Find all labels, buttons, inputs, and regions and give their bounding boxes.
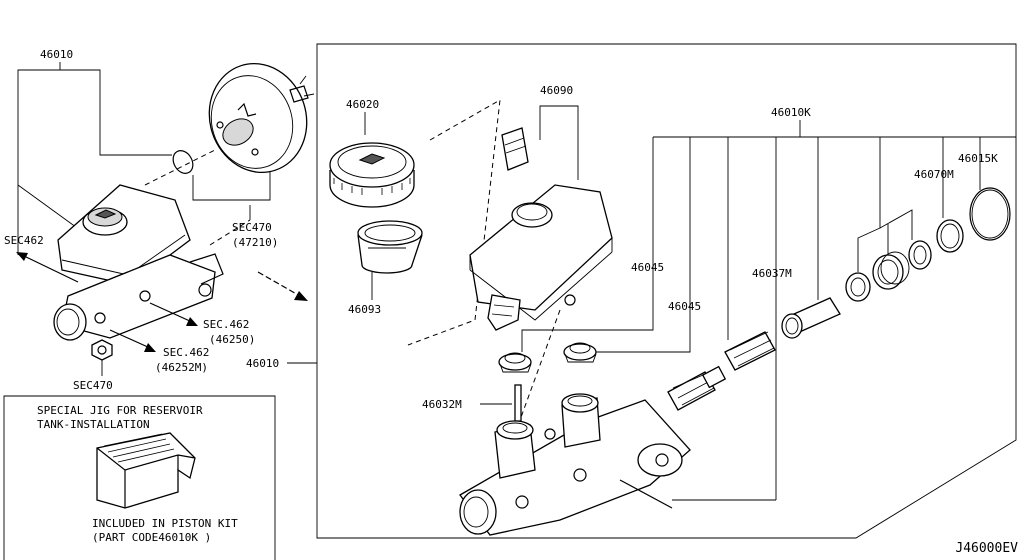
jig-title-line1: SPECIAL JIG FOR RESERVOIR	[37, 404, 203, 417]
grommet-right	[563, 342, 597, 363]
label-46045-b: 46045	[668, 300, 701, 313]
label-46010k: 46010K	[771, 106, 811, 119]
arrow-sec462-a	[149, 302, 193, 323]
diagram-code: J46000EV	[955, 541, 1018, 556]
label-sec470-booster-sub: (47210)	[232, 236, 278, 249]
cup-seal	[936, 219, 964, 253]
label-46045-a: 46045	[631, 261, 664, 274]
label-46032m: 46032M	[422, 398, 462, 411]
dash-reservoir-to-body	[519, 309, 561, 421]
label-sec462-a-sub: (46250)	[209, 333, 255, 346]
jig-note-line1: INCLUDED IN PISTON KIT	[92, 517, 238, 530]
label-46037m: 46037M	[752, 267, 792, 280]
jig-note-line2: (PART CODE46010K )	[92, 531, 211, 544]
primary-piston	[667, 365, 727, 411]
jig-title-line2: TANK-INSTALLATION	[37, 418, 150, 431]
leader-sec470-booster	[192, 172, 271, 201]
label-sec462-b: SEC.462	[163, 346, 209, 359]
leader-seal-2	[879, 209, 913, 240]
leader-46010-top	[17, 69, 172, 255]
retaining-pin	[514, 384, 522, 422]
arrowhead-sec462-a	[186, 317, 198, 326]
seal-ring-3	[908, 240, 932, 270]
arrowhead-sec462-left	[16, 252, 28, 261]
assembly-overview: 46010 SEC470 (47210)	[4, 48, 315, 392]
reservoir-cap	[329, 142, 415, 208]
o-ring-booster	[172, 150, 194, 174]
label-sec462-left: SEC462	[4, 234, 44, 247]
label-sec470-booster: SEC470	[232, 221, 272, 234]
label-46010-right: 46010	[246, 357, 279, 370]
arrowhead-to-detail	[294, 291, 308, 301]
label-46090: 46090	[540, 84, 573, 97]
special-jig-box: SPECIAL JIG FOR RESERVOIR TANK-INSTALLAT…	[3, 395, 276, 560]
brake-booster	[208, 62, 315, 174]
arrowhead-sec462-b	[144, 343, 156, 352]
grommet-left	[498, 352, 532, 373]
arrow-to-detail	[257, 271, 301, 297]
secondary-piston	[724, 331, 776, 371]
label-46093: 46093	[348, 303, 381, 316]
master-cylinder-assembly	[53, 184, 224, 341]
reservoir-tank	[469, 127, 613, 331]
label-46010-top: 46010	[40, 48, 73, 61]
arrow-sec462-left	[21, 254, 79, 283]
label-46020: 46020	[346, 98, 379, 111]
mount-line-upper	[144, 149, 216, 186]
leader-seal-1	[857, 137, 881, 272]
jig-box-border	[3, 395, 276, 560]
detail-box-border	[316, 43, 1017, 539]
label-sec462-a: SEC.462	[203, 318, 249, 331]
master-cylinder-body	[459, 393, 691, 536]
snap-ring	[969, 187, 1011, 241]
leader-46045-a	[521, 137, 654, 352]
label-sec462-b-sub: (46252M)	[155, 361, 208, 374]
mount-line-lower	[209, 219, 251, 246]
jig-tool-illustration	[96, 432, 196, 509]
seal-ring-1	[845, 272, 871, 302]
leader-46010-to-reservoir	[17, 184, 81, 231]
seal-ring-2	[872, 251, 910, 290]
label-46070m: 46070M	[914, 168, 954, 181]
nut-sec470	[91, 339, 113, 361]
piston-spring-guide	[781, 297, 841, 339]
reservoir-strainer	[357, 220, 423, 274]
label-sec470-bottom: SEC470	[73, 379, 113, 392]
leader-46045-b	[596, 137, 691, 353]
leader-46090	[539, 105, 579, 180]
arrow-sec462-b	[109, 329, 151, 349]
label-46015k: 46015K	[958, 152, 998, 165]
dash-cap-group	[407, 99, 501, 346]
